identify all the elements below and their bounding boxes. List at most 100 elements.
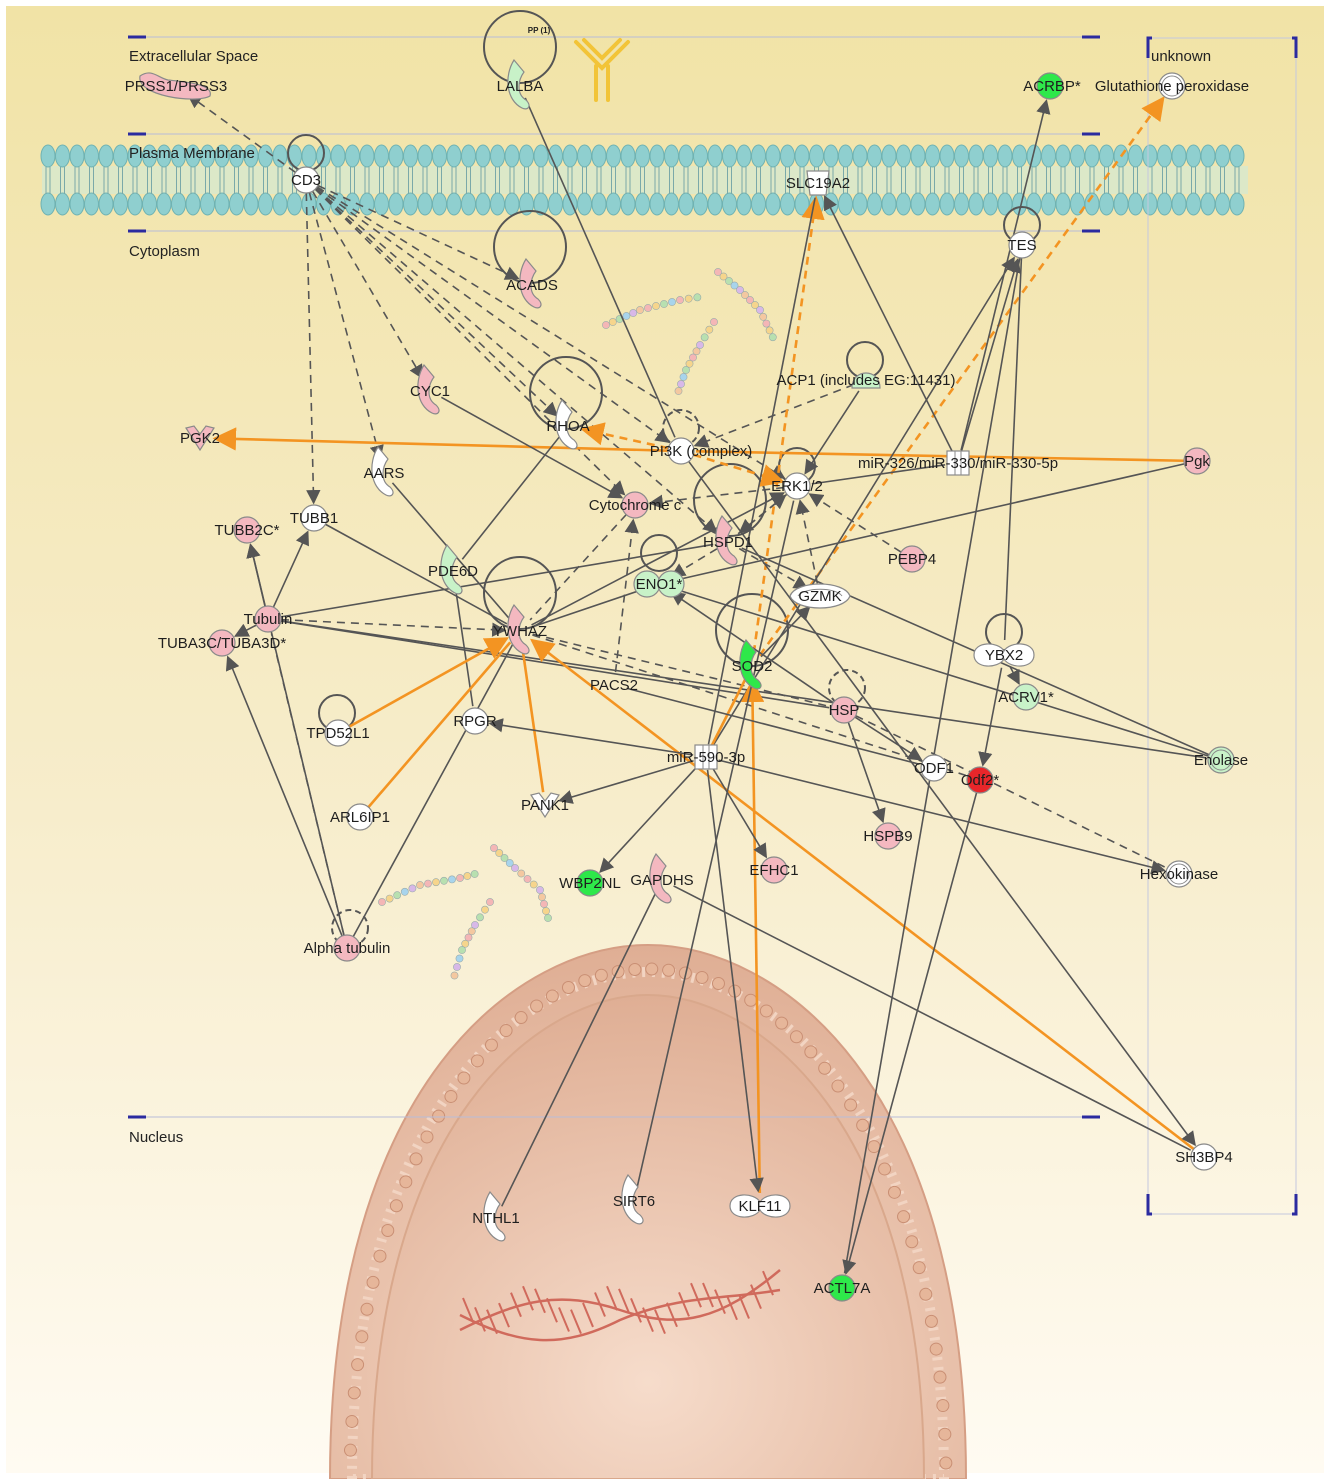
pp-badge-label: PP (1) [528,26,551,35]
node-pgk2[interactable]: PGK2 [180,425,220,452]
node-cyc1[interactable]: CYC1 [410,363,450,415]
node-label: Odf2* [961,772,1000,789]
node-enolase[interactable]: Enolase [1194,746,1248,774]
edge-mir590-hexokinase [718,759,1166,875]
edge-cd3-aars [308,192,384,460]
edge-hsp-odf1 [854,716,923,761]
node-klf11[interactable]: KLF11 [729,1194,791,1218]
node-sod2[interactable]: SOD2 [732,638,773,690]
node-pi3k[interactable]: PI3K (complex) [650,437,753,465]
node-gpx[interactable]: Glutathione peroxidase [1095,72,1249,100]
node-hspd1[interactable]: HSPD1 [703,514,753,566]
node-pebp4[interactable]: PEBP4 [888,545,936,573]
node-lalba[interactable]: LALBA [497,58,544,110]
node-cytc[interactable]: Cytochrome c [589,491,682,519]
node-arl6ip1[interactable]: ARL6IP1 [330,803,390,831]
node-rpgr[interactable]: RPGR [453,707,497,735]
edge-tubulin-tubb1 [272,530,309,608]
node-erk12[interactable]: ERK1/2 [771,472,823,500]
node-ybx2[interactable]: YBX2 [973,643,1035,667]
edge-hsp-hspb9 [847,722,886,824]
node-label: ACTL7A [814,1280,871,1297]
edge-tpd52l1-ywhaz [348,637,509,728]
edge-mir326-tes [960,258,1022,451]
node-pank1[interactable]: PANK1 [521,792,569,819]
edge-hspd1-erk12 [737,494,787,535]
node-label: LALBA [497,78,544,95]
node-mir326[interactable]: miR-326/miR-330/miR-330-5p [858,450,1058,476]
node-hsp[interactable]: HSP [829,696,860,724]
node-pgk[interactable]: Pgk [1183,447,1211,475]
edge-klf11-sod2 [740,678,765,1194]
node-cd3[interactable]: CD3 [291,166,321,194]
node-eno1[interactable]: ENO1* [633,570,685,598]
region-label-unknown: unknown [1151,48,1211,65]
node-gzmk[interactable]: GZMK [789,583,851,609]
node-rhoa[interactable]: RHOA [546,398,590,450]
node-aars[interactable]: AARS [364,445,405,497]
node-tubb1[interactable]: TUBB1 [290,504,338,532]
node-label: TES [1007,237,1036,254]
node-label: ARL6IP1 [330,809,390,826]
edge-alphatub-tuba3c [225,655,343,937]
node-label: HSPB9 [863,828,912,845]
node-alphatub[interactable]: Alpha tubulin [304,934,391,962]
edge-cyc1-cytc [440,396,624,499]
node-label: RPGR [453,713,497,730]
node-actl7a[interactable]: ACTL7A [814,1274,871,1302]
region-label-nucleus: Nucleus [129,1129,183,1146]
nodes-layer: PRSS1/PRSS3 LALBA ACRBP* Glutathione peroxi… [125,58,1249,1302]
node-ywhaz[interactable]: YWHAZ [493,603,547,655]
node-acp1[interactable]: ACP1 (includes EG:11431) [777,372,956,389]
edge-mir590-rpgr [488,718,694,756]
node-label: WBP2NL [559,875,621,892]
edge-pi3k-rhoa [580,422,669,450]
edge-hspd1-eno1 [670,548,718,577]
node-pde6d[interactable]: PDE6D [428,543,478,595]
node-nthl1[interactable]: NTHL1 [472,1190,520,1242]
edge-arl6ip1-ywhaz [367,641,512,808]
node-label: TPD52L1 [306,725,369,742]
node-sirt6[interactable]: SIRT6 [613,1173,655,1225]
node-tubulin[interactable]: Tubulin [244,605,293,633]
node-tubb2c[interactable]: TUBB2C* [214,516,280,544]
node-slc19a2[interactable]: SLC19A2 [786,170,850,196]
node-label: NTHL1 [472,1210,520,1227]
node-label: Alpha tubulin [304,940,391,957]
node-gapdhs[interactable]: GAPDHS [630,852,694,904]
edge-cd3-hspd1 [315,187,718,534]
node-tuba3c[interactable]: TUBA3C/TUBA3D* [158,629,287,657]
node-label: Glutathione peroxidase [1095,78,1249,95]
node-label: Hexokinase [1140,866,1218,883]
node-acads[interactable]: ACADS [506,257,558,309]
node-pacs2[interactable]: PACS2 [590,677,638,694]
node-sh3bp4[interactable]: SH3BP4 [1175,1143,1233,1171]
node-mir590[interactable]: miR-590-3p [667,744,745,770]
node-tes[interactable]: TES [1007,231,1037,259]
pp-badge: PP (1) [483,10,557,84]
node-label: RHOA [546,418,589,435]
node-label: CD3 [291,172,321,189]
node-label: Tubulin [244,611,293,628]
node-prss1-prss3[interactable]: PRSS1/PRSS3 [125,72,228,100]
node-acrv1[interactable]: ACRV1* [998,683,1054,711]
node-hexokinase[interactable]: Hexokinase [1140,860,1218,888]
edge-cd3-acads [317,184,520,280]
edge-ybx2-odf2 [978,667,1003,767]
edge-cd3-tubb1 [305,192,321,505]
node-efhc1[interactable]: EFHC1 [749,856,799,884]
region-label-cytoplasm: Cytoplasm [129,243,200,260]
node-odf2[interactable]: Odf2* [961,766,1000,794]
node-label: TUBB2C* [214,522,279,539]
node-label: YBX2 [985,647,1023,664]
node-tpd52l1[interactable]: TPD52L1 [306,719,370,747]
edge-nthl1-gapdhs [501,893,657,1207]
node-odf1[interactable]: ODF1 [914,754,954,782]
node-label: GZMK [798,588,841,605]
node-acrbp[interactable]: ACRBP* [1023,72,1081,100]
node-wbp2nl[interactable]: WBP2NL [559,869,621,897]
node-label: YWHAZ [493,623,547,640]
edge-ywhaz-erk12 [531,492,785,626]
node-hspb9[interactable]: HSPB9 [863,822,913,850]
edge-tubulin-hspd1 [280,543,714,618]
